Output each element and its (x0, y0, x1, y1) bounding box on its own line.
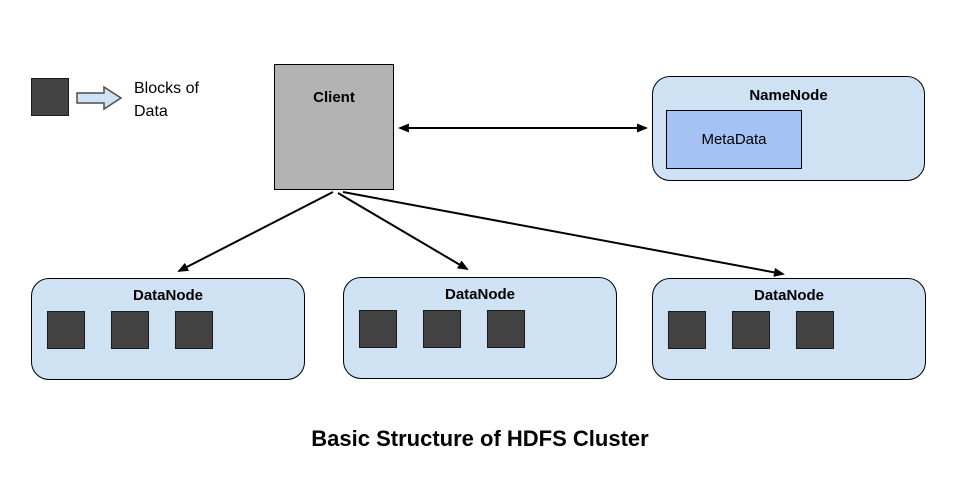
data-block (668, 311, 706, 349)
client-datanode1-arrow (177, 191, 334, 272)
legend-right-block-arrow-icon (76, 85, 123, 111)
client-label: Client (313, 89, 355, 106)
data-block (359, 310, 397, 348)
diagram-title: Basic Structure of HDFS Cluster (311, 426, 649, 451)
datanode-2-label: DataNode (444, 286, 515, 303)
legend-label-line1: Blocks of (134, 80, 199, 97)
legend-label: Blocks of Data (134, 77, 199, 123)
datanode-3: DataNode (652, 278, 926, 380)
data-block (423, 310, 461, 348)
datanode-3-label: DataNode (753, 287, 824, 304)
data-block (796, 311, 834, 349)
datanode-1-blocks (47, 311, 304, 349)
data-block (111, 311, 149, 349)
namenode-label: NameNode (749, 87, 828, 104)
legend-label-line2: Data (134, 103, 168, 120)
data-block (47, 311, 85, 349)
datanode-2: DataNode (343, 277, 617, 379)
client-datanode2-arrow (337, 192, 469, 271)
namenode: NameNode MetaData (652, 76, 925, 181)
data-block (732, 311, 770, 349)
datanode-3-blocks (668, 311, 925, 349)
datanode-2-blocks (359, 310, 616, 348)
datanode-1-label: DataNode (132, 287, 203, 304)
data-block (487, 310, 525, 348)
metadata-label: MetaData (701, 131, 767, 148)
data-block (175, 311, 213, 349)
legend-block-square (31, 78, 69, 116)
client-node: Client (274, 64, 394, 190)
datanode-1: DataNode (31, 278, 305, 380)
client-datanode3-arrow (342, 191, 785, 277)
metadata-box: MetaData (666, 110, 802, 169)
